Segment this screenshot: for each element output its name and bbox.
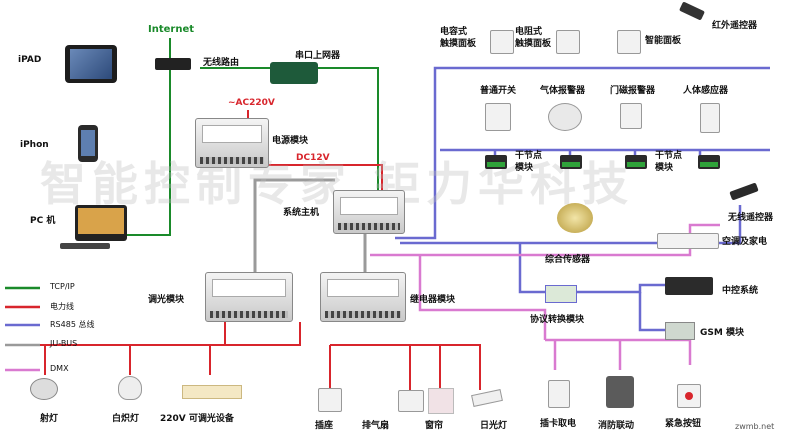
legend-lines	[5, 286, 40, 372]
serial-gateway-label: 串口上网器	[295, 51, 341, 61]
jubus-wires	[253, 178, 367, 272]
legend-label-power: 电力线	[50, 302, 74, 311]
dry-contact-module-3	[625, 155, 647, 169]
power-module-label: 电源模块	[272, 136, 309, 146]
emergency-button-image	[677, 384, 701, 408]
incandescent-lamp-image	[118, 376, 142, 400]
gsm-module-label: GSM 模块	[700, 328, 744, 338]
capacitive-panel-image	[490, 30, 514, 54]
wireless-remote-label: 无线遥控器	[728, 213, 774, 223]
dc-label: DC12V	[296, 153, 330, 163]
dimmer-module-image	[205, 272, 293, 322]
smart-panel-image	[617, 30, 641, 54]
internet-label: Internet	[148, 24, 195, 35]
card-power-label: 插卡取电	[540, 419, 577, 429]
socket-image	[318, 388, 342, 412]
body-sensor-image	[700, 103, 720, 133]
incandescent-lamp-label: 白炽灯	[112, 414, 140, 424]
protocol-module-label: 协议转换模块	[530, 315, 585, 325]
power-wires	[20, 110, 481, 390]
legend-label-rs485: RS485 总线	[50, 320, 95, 329]
curtain-image	[428, 388, 454, 414]
smart-panel-label: 智能面板	[645, 36, 682, 46]
ir-remote-label: 红外遥控器	[712, 21, 758, 31]
fire-linkage-label: 消防联动	[598, 421, 635, 431]
legend-label-tcpip: TCP/IP	[50, 282, 75, 291]
socket-label: 插座	[315, 421, 334, 431]
switch-image	[485, 103, 511, 131]
dimmable-device-label: 220V 可调光设备	[160, 414, 234, 424]
serial-gateway-image	[270, 62, 318, 84]
system-host-image	[333, 190, 405, 234]
spot-lamp-image	[30, 378, 58, 400]
switch-label: 普通开关	[480, 86, 517, 96]
curtain-label: 窗帘	[425, 421, 444, 431]
ac-appliance-image	[657, 233, 719, 249]
door-alarm-label: 门磁报警器	[610, 86, 656, 96]
gas-alarm-image	[548, 103, 582, 131]
exhaust-fan-label: 排气扇	[362, 421, 390, 431]
body-sensor-label: 人体感应器	[683, 86, 729, 96]
gas-alarm-label: 气体报警器	[540, 86, 586, 96]
iphone-label: iPhon	[20, 140, 49, 150]
keyboard-image	[60, 243, 110, 249]
dimmable-device-image	[182, 385, 242, 399]
dimmer-module-label: 调光模块	[148, 295, 185, 305]
iphone-image	[78, 125, 98, 162]
system-host-label: 系统主机	[283, 208, 320, 218]
ac-label: ~AC220V	[228, 98, 275, 108]
ipad-label: iPAD	[18, 55, 42, 65]
rs485-wires	[395, 66, 770, 332]
dry-contact-label-1: 干节点 模块	[515, 151, 543, 173]
dry-contact-module-1	[485, 155, 507, 169]
fire-linkage-image	[606, 376, 634, 408]
legend-label-dmx: DMX	[50, 364, 69, 373]
dry-contact-module-4	[698, 155, 720, 169]
door-alarm-image	[620, 103, 642, 129]
legend-label-jubus: JU-BUS	[50, 339, 78, 348]
site-watermark: zwmb.net	[735, 422, 775, 431]
resistive-panel-image	[556, 30, 580, 54]
exhaust-fan-image	[398, 390, 424, 412]
spot-lamp-label: 射灯	[40, 414, 59, 424]
capacitive-panel-label: 电容式 触摸面板	[440, 27, 477, 49]
central-control-image	[665, 277, 713, 295]
ac-appliance-label: 空调及家电	[722, 237, 768, 247]
protocol-module-image	[545, 285, 577, 303]
emergency-button-label: 紧急按钮	[665, 419, 702, 429]
combined-sensor-image	[557, 203, 593, 233]
fluorescent-lamp-label: 日光灯	[480, 421, 508, 431]
relay-module-label: 继电器模块	[410, 295, 456, 305]
card-power-image	[548, 380, 570, 408]
pc-image	[75, 205, 127, 241]
pc-label: PC 机	[30, 216, 56, 226]
ipad-image	[65, 45, 117, 83]
central-control-label: 中控系统	[722, 286, 759, 296]
gsm-module-image	[665, 322, 695, 340]
router-label: 无线路由	[203, 58, 240, 68]
combined-sensor-label: 综合传感器	[545, 255, 591, 265]
resistive-panel-label: 电阻式 触摸面板	[515, 27, 552, 49]
dry-contact-module-2	[560, 155, 582, 169]
dry-contact-label-2: 干节点 模块	[655, 151, 683, 173]
power-module-image	[195, 118, 269, 168]
router-image	[155, 58, 191, 70]
relay-module-image	[320, 272, 406, 322]
